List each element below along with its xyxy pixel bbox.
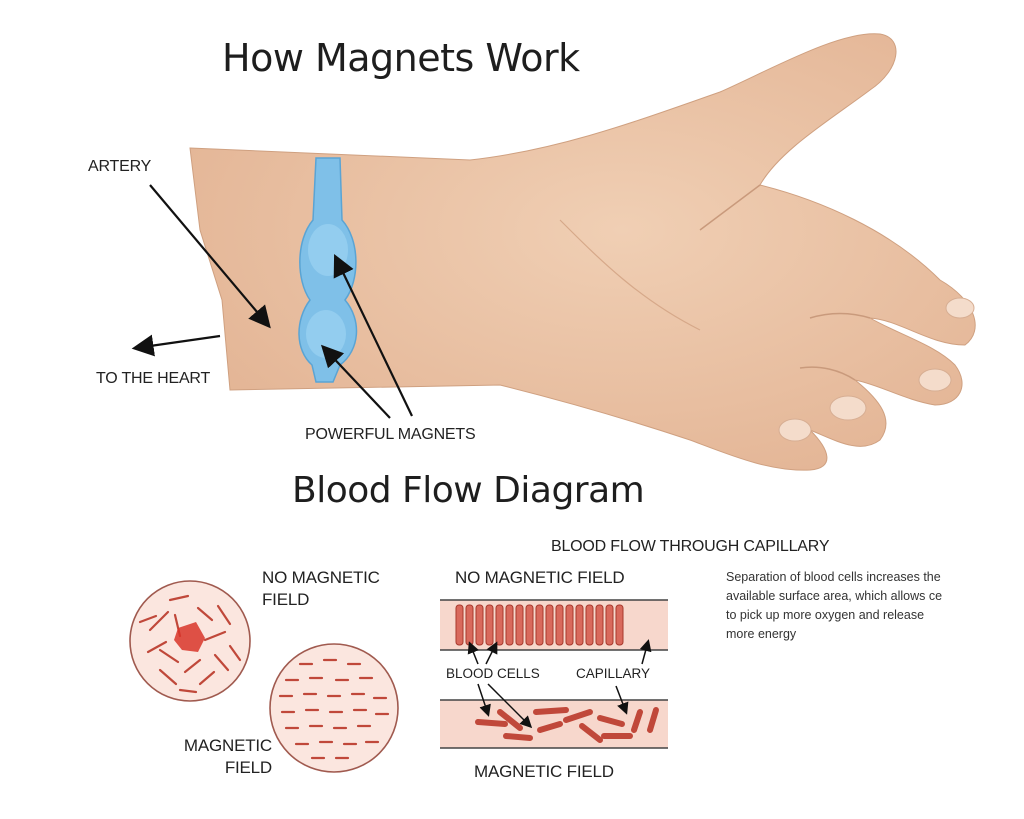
label-to-the-heart: TO THE HEART [96, 370, 211, 387]
capillary-magnetic-field [440, 699, 668, 749]
note-line: Separation of blood cells increases the [726, 570, 941, 584]
label-blood-cells: BLOOD CELLS [446, 666, 540, 681]
label-no-magnetic-field-circle: NO MAGNETIC FIELD [262, 567, 380, 611]
label-no-magnetic-field-capillary: NO MAGNETIC FIELD [455, 568, 625, 587]
label-magnetic-field-circle: MAGNETIC FIELD [172, 735, 272, 779]
label-line: MAGNETIC [183, 736, 272, 755]
magnetic-bracelet [298, 157, 358, 383]
note-line: to pick up more oxygen and release [726, 608, 925, 622]
note-line: available surface area, which allows ce [726, 589, 943, 603]
label-blood-flow-through-capillary: BLOOD FLOW THROUGH CAPILLARY [551, 538, 830, 555]
label-line: FIELD [262, 590, 310, 609]
to-heart-arrow [131, 334, 221, 357]
circle-magnetic-field [269, 643, 399, 773]
title-how-magnets-work: How Magnets Work [222, 36, 580, 80]
label-powerful-magnets: POWERFUL MAGNETS [305, 426, 476, 443]
note-line: more energy [726, 627, 797, 641]
label-line: NO MAGNETIC [262, 568, 380, 587]
magnet-arrow-lower [320, 344, 391, 419]
artery-arrow [149, 184, 271, 329]
label-capillary: CAPILLARY [576, 666, 651, 681]
label-magnetic-field-capillary: MAGNETIC FIELD [474, 762, 614, 781]
title-blood-flow-diagram: Blood Flow Diagram [292, 470, 645, 511]
label-line: FIELD [224, 758, 272, 777]
circle-no-field [129, 580, 251, 702]
annotation-arrows [131, 184, 413, 419]
label-artery: ARTERY [88, 158, 152, 175]
explanation-note: Separation of blood cells increases the … [726, 568, 988, 644]
capillary-arrows [467, 639, 652, 729]
magnet-arrow-upper [333, 254, 413, 417]
capillary-no-field [440, 599, 668, 651]
